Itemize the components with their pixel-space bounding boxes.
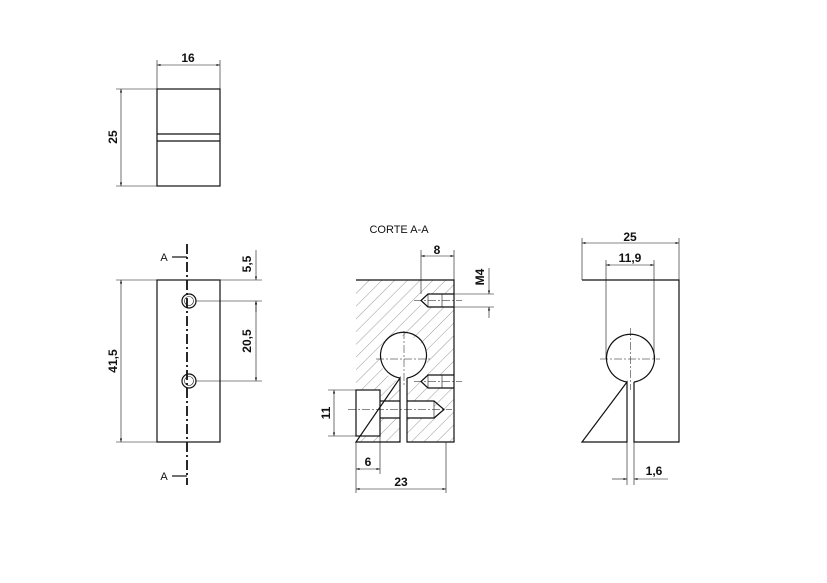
section-body-outline: [354, 279, 455, 443]
section-bore: [379, 331, 428, 379]
section-width-dim: 23: [394, 475, 408, 489]
front-view: A A 5,5 20,5 41,5: [106, 244, 262, 485]
section-thread-dim: M4: [473, 268, 487, 285]
top-view-outline: [156, 88, 221, 187]
section-counterbore: [355, 389, 381, 437]
section-title: CORTE A-A: [369, 224, 429, 236]
section-height-dim: 11: [319, 406, 333, 419]
section-view: CORTE A-A 8: [319, 224, 494, 493]
top-width-dim: 16: [181, 51, 195, 65]
front-hole-spacing-dim: 20,5: [240, 329, 254, 353]
side-slot-dim: 1,6: [646, 464, 663, 478]
side-view-outline: [580, 279, 680, 443]
front-view-outline: [156, 279, 221, 443]
top-view: 16 25: [106, 51, 221, 187]
section-label-top: A: [160, 252, 168, 264]
section-label-bottom: A: [160, 471, 168, 483]
front-top-offset-dim: 5,5: [240, 255, 254, 272]
side-view: 25 11,9 1,6: [580, 230, 680, 485]
section-offset-dim: 8: [434, 243, 441, 257]
counterbore-hole: [181, 373, 197, 389]
side-bore-dim: 11,9: [619, 251, 642, 265]
section-small-width-dim: 6: [365, 455, 372, 469]
counterbore-hole: [181, 293, 197, 309]
side-width-dim: 25: [623, 230, 637, 244]
front-height-dim: 41,5: [106, 349, 120, 373]
top-height-dim: 25: [106, 130, 120, 144]
